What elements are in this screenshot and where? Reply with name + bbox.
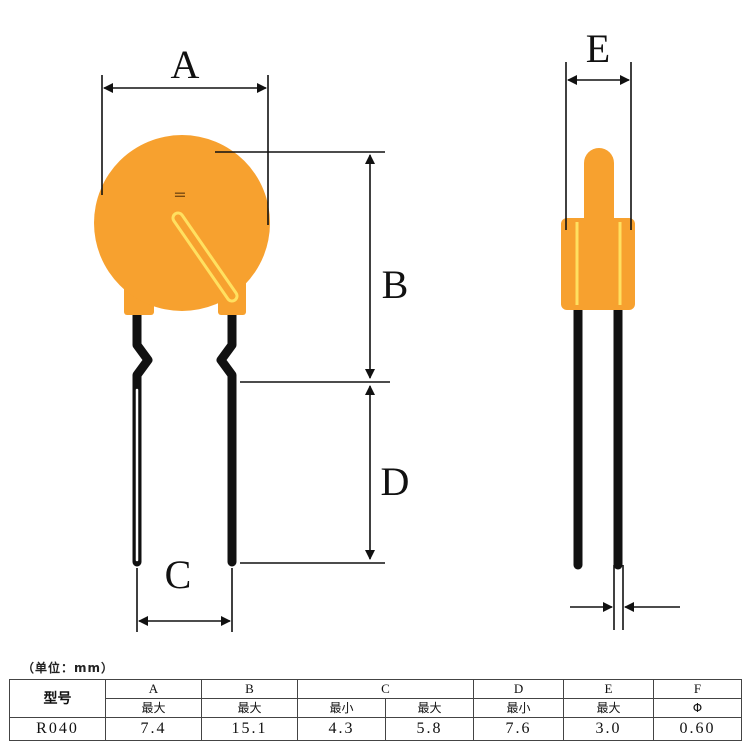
dimension-d [240,385,385,564]
column-header: D [473,679,565,699]
sub-header: 最大 [384,698,475,718]
column-header: A [105,679,202,699]
side-view [561,148,635,570]
value-cell: 15.1 [201,717,298,741]
value-cell: 3.0 [563,717,655,741]
sub-header: 最大 [563,698,655,718]
model-header: 型号 [9,679,106,718]
inner-lead-core [174,214,236,300]
label-b: B [382,262,409,307]
dimension-b [215,151,390,383]
value-cell: 5.8 [384,717,475,741]
label-d: D [381,459,410,504]
column-header: F [653,679,743,699]
value-cell: 4.3 [297,717,386,741]
column-header: B [201,679,298,699]
label-c: C [165,552,192,597]
spec-table: 型号 A B C D E F 最大 最大 最小 最大 最小 最大 Φ R040 … [9,679,743,741]
column-header: E [563,679,655,699]
front-view: = [94,135,270,567]
model-cell: R040 [9,717,106,741]
table-header-row: 型号 A B C D E F [9,679,743,718]
table-row: R040 7.4 15.1 4.3 5.8 7.6 3.0 0.60 [9,717,743,741]
right-lead [216,295,237,567]
dimension-c [136,568,233,632]
component-drawing: = A B D C E [94,26,680,632]
dimension-e [565,62,632,230]
sub-header: 最大 [105,698,202,718]
side-body-tip [584,148,614,238]
sub-header: 最小 [473,698,565,718]
left-lead [132,295,153,567]
column-header: C [296,679,475,699]
table-subheader-row: 最大 最大 最小 最大 最小 最大 Φ [10,698,743,718]
dimension-a [101,75,269,225]
value-cell: 0.60 [653,717,743,741]
value-cell: 7.4 [105,717,202,741]
sub-header: 最大 [201,698,298,718]
unit-note: （单位：mm） [22,661,115,675]
side-body [561,218,635,310]
side-leads [573,295,623,570]
label-e: E [586,26,610,71]
label-a: A [171,42,200,87]
body-marking: = [173,185,186,204]
dimension-f [570,565,680,630]
sub-header: 最小 [297,698,386,718]
sub-header: Φ [653,698,743,718]
value-cell: 7.6 [473,717,565,741]
